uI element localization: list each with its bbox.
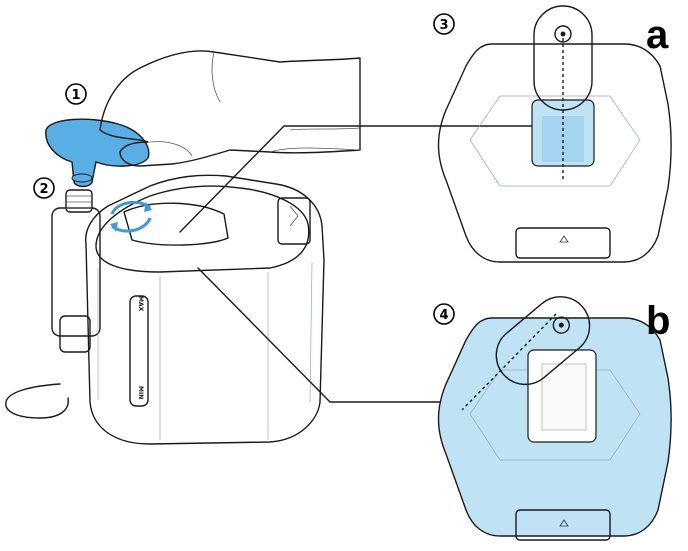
triangle-icon <box>559 519 569 527</box>
device-illustration: MAX MIN 1 2 <box>5 50 361 445</box>
max-label: MAX <box>137 296 144 312</box>
top-view-a <box>437 5 672 263</box>
water-tank <box>51 189 101 353</box>
step-marker-2: 2 <box>33 177 55 199</box>
step-marker-3: 3 <box>433 13 455 35</box>
step-marker-1: 1 <box>65 83 87 105</box>
step-number: 1 <box>71 88 80 103</box>
triangle-icon <box>559 235 569 243</box>
panel-label-b: b <box>646 299 670 343</box>
step-number: 2 <box>39 182 48 197</box>
cap-icon <box>45 118 150 188</box>
rotate-arrow-icon <box>110 200 152 233</box>
humidifier-body: MAX MIN <box>85 174 325 445</box>
power-cable <box>5 383 69 419</box>
step-number: 4 <box>439 308 448 323</box>
top-view-b <box>437 296 672 541</box>
step-number: 3 <box>439 18 448 33</box>
panel-label-a: a <box>646 13 669 57</box>
hand-icon <box>99 50 361 167</box>
min-label: MIN <box>137 386 144 399</box>
water-level-window <box>129 295 149 407</box>
step-marker-4: 4 <box>433 303 455 325</box>
